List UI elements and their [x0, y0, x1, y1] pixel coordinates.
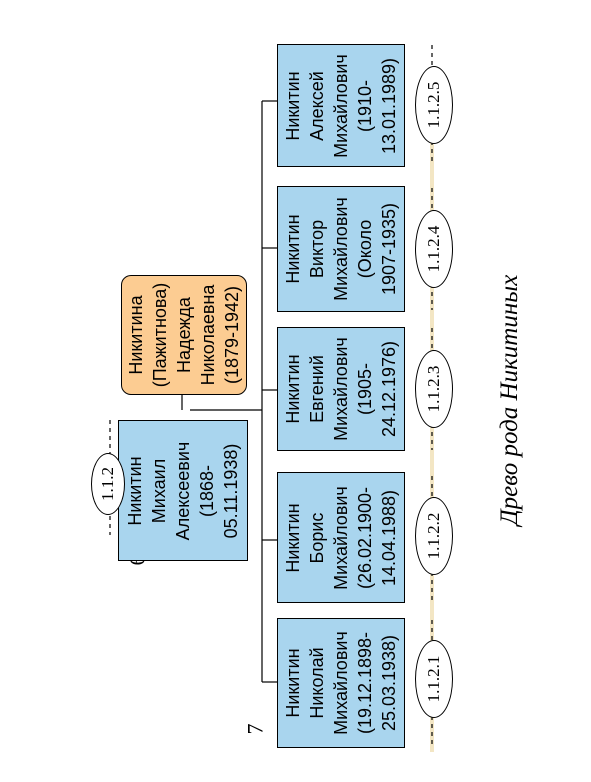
generation-number-children: 7 — [242, 723, 268, 735]
child-4-code-label: 1.1.2.4 — [424, 225, 443, 273]
child-5-code-label: 1.1.2.5 — [424, 81, 443, 129]
child-person-box-2: Никитин Борис Михайлович (26.02.1900- 14… — [277, 472, 405, 603]
father-person-box: Никитин Михаил Алексеевич (1868- 05.11.1… — [118, 420, 248, 561]
child-2-name-text: Никитин Борис Михайлович (26.02.1900- 14… — [283, 485, 399, 590]
child-person-box-5: Никитин Алексей Михайлович (1910- 13.01.… — [277, 44, 405, 167]
child-5-code-oval: 1.1.2.5 — [415, 66, 453, 144]
child-1-name-text: Никитин Николай Михайлович (19.12.1898- … — [283, 631, 399, 735]
child-1-code-oval: 1.1.2.1 — [415, 640, 453, 718]
wife-name-text: Никитина (Пажитнова) Надежда Николаевна … — [126, 282, 242, 388]
child-1-code-label: 1.1.2.1 — [424, 655, 443, 703]
child-2-code-oval: 1.1.2.2 — [415, 497, 453, 575]
child-3-name-text: Никитин Евгений Михайлович (1905- 24.12.… — [283, 337, 399, 441]
child-5-name-text: Никитин Алексей Михайлович (1910- 13.01.… — [283, 53, 399, 158]
child-person-box-3: Никитин Евгений Михайлович (1905- 24.12.… — [277, 327, 405, 451]
father-code-label: 1.1.2 — [98, 467, 117, 501]
child-person-box-4: Никитин Виктор Михайлович (Около 1907-19… — [277, 186, 405, 312]
child-3-code-oval: 1.1.2.3 — [415, 350, 453, 428]
child-person-box-1: Никитин Николай Михайлович (19.12.1898- … — [277, 618, 405, 748]
child-4-code-oval: 1.1.2.4 — [415, 210, 453, 288]
wife-person-box: Никитина (Пажитнова) Надежда Николаевна … — [121, 275, 247, 395]
child-2-code-label: 1.1.2.2 — [424, 512, 443, 560]
father-code-oval: 1.1.2 — [91, 453, 125, 515]
diagram-caption: Древо рода Никитиных — [496, 274, 523, 526]
child-4-name-text: Никитин Виктор Михайлович (Около 1907-19… — [283, 197, 399, 301]
child-3-code-label: 1.1.2.3 — [424, 365, 443, 413]
father-name-text: Никитин Михаил Алексеевич (1868- 05.11.1… — [125, 441, 241, 540]
